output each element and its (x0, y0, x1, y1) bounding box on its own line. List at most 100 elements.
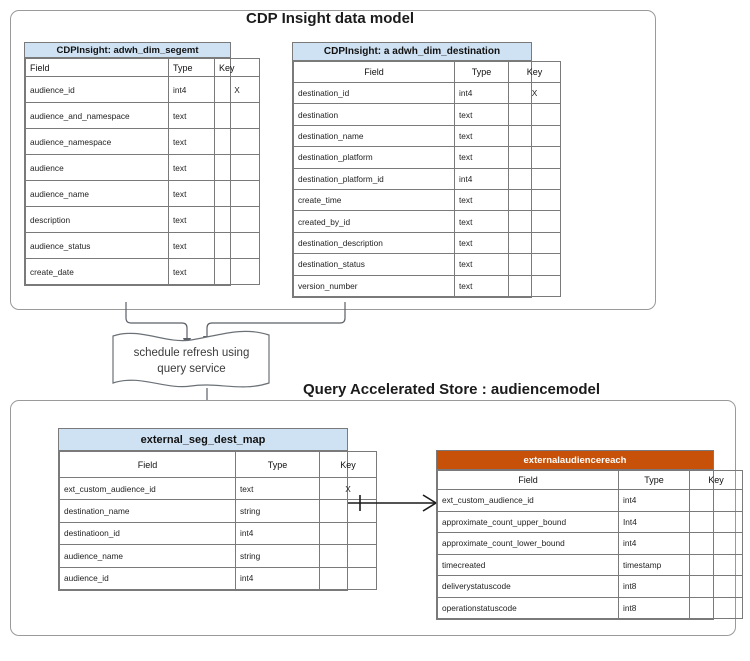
table-row[interactable]: audience_name text (25, 180, 260, 207)
cell-field: destination_name (59, 499, 236, 523)
table-row[interactable]: audience_and_namespace text (25, 102, 260, 129)
table-row[interactable]: destination_platform text (293, 146, 561, 169)
cell-field: audience_name (59, 544, 236, 568)
cell-type: text (454, 103, 509, 126)
column-header-field: Field (25, 58, 169, 77)
cell-key (214, 232, 260, 259)
cell-type: text (454, 253, 509, 276)
table-row[interactable]: audience_id int4 X (25, 76, 260, 103)
cell-key (214, 180, 260, 207)
cell-type: text (454, 210, 509, 233)
table-row[interactable]: audience_namespace text (25, 128, 260, 155)
table-header-row: Field Type Key (293, 61, 561, 83)
cell-type: int8 (618, 575, 690, 598)
cell-key (508, 167, 561, 190)
table-row[interactable]: destination_name text (293, 124, 561, 148)
cell-type: text (168, 206, 215, 233)
cell-type: text (168, 128, 215, 155)
column-header-field: Field (59, 451, 236, 478)
cell-type: string (235, 544, 320, 568)
column-header-type: Type (168, 58, 215, 77)
table-row[interactable]: version_number text (293, 274, 561, 297)
cell-type: timestamp (618, 553, 690, 576)
cell-key (319, 544, 377, 568)
table-row[interactable]: destination_description text (293, 231, 561, 255)
cell-key (508, 146, 561, 169)
cell-type: text (454, 188, 509, 212)
table-row[interactable]: description text (25, 206, 260, 233)
table-row[interactable]: destination_id int4 X (293, 81, 561, 105)
table-row[interactable]: create_date text (25, 258, 260, 285)
section-title-query-accelerated-store: Query Accelerated Store : audiencemodel (303, 381, 601, 398)
cell-field: audience_and_namespace (25, 102, 169, 129)
cell-key (214, 102, 260, 129)
table-row[interactable]: ext_custom_audience_id text X (59, 476, 377, 501)
table-row[interactable]: destination_status text (293, 253, 561, 276)
table-row[interactable]: destination_name string (59, 499, 377, 523)
table-row[interactable]: audience_name string (59, 544, 377, 568)
cell-field: destinatioon_id (59, 521, 236, 546)
cell-key (508, 188, 561, 212)
column-header-type: Type (454, 61, 509, 83)
table-row[interactable]: timecreated timestamp (437, 553, 743, 576)
cell-key (214, 128, 260, 155)
cell-key (508, 124, 561, 148)
process-label-line1: schedule refresh using (133, 347, 250, 359)
table-header-row: Field Type Key (59, 451, 377, 478)
table-row[interactable]: approximate_count_lower_bound int4 (437, 532, 743, 555)
cell-type: Int4 (618, 510, 690, 533)
table-row[interactable]: create_time text (293, 188, 561, 212)
table-row[interactable]: approximate_count_upper_bound Int4 (437, 510, 743, 533)
cell-key (689, 596, 743, 619)
cell-key (508, 253, 561, 276)
entity-adwh-dim-segemt[interactable]: CDPInsight: adwh_dim_segemt Field Type K… (24, 42, 260, 286)
cell-key (319, 521, 377, 546)
cell-field: destination_id (293, 81, 455, 105)
cell-field: deliverystatuscode (437, 575, 619, 598)
cell-field: approximate_count_upper_bound (437, 510, 619, 533)
column-header-field: Field (437, 470, 619, 490)
cell-field: approximate_count_lower_bound (437, 532, 619, 555)
table-header-row: Field Type Key (437, 470, 743, 490)
table-row[interactable]: deliverystatuscode int8 (437, 575, 743, 598)
cell-field: audience_id (59, 566, 236, 590)
cell-field: destination_status (293, 253, 455, 276)
cell-key (689, 575, 743, 598)
table-row[interactable]: created_by_id text (293, 210, 561, 233)
cell-key (214, 258, 260, 285)
cell-key (508, 210, 561, 233)
entity-adwh-dim-destination[interactable]: CDPInsight: a adwh_dim_destination Field… (292, 42, 561, 298)
process-label: schedule refresh using query service (114, 345, 269, 377)
entity-title-seg-dest-map: external_seg_dest_map (59, 429, 347, 451)
entity-title-segment: CDPInsight: adwh_dim_segemt (25, 43, 230, 58)
table-row[interactable]: audience text (25, 154, 260, 181)
cell-type: text (168, 258, 215, 285)
cell-key: X (319, 476, 377, 501)
process-shape-schedule-refresh[interactable] (110, 330, 272, 392)
entity-title-audience-reach: externalaudiencereach (437, 451, 713, 470)
table-row[interactable]: destination_platform_id int4 (293, 167, 561, 190)
cell-type: int8 (618, 596, 690, 619)
column-header-type: Type (235, 451, 320, 478)
column-header-key: Key (508, 61, 561, 83)
cell-type: int4 (618, 489, 690, 512)
cell-type: int4 (618, 532, 690, 555)
cell-type: int4 (235, 521, 320, 546)
entity-external-seg-dest-map[interactable]: external_seg_dest_map Field Type Key ext… (58, 428, 377, 591)
table-row[interactable]: audience_status text (25, 232, 260, 259)
table-row[interactable]: ext_custom_audience_id int4 (437, 489, 743, 512)
cell-field: audience (25, 154, 169, 181)
entity-externalaudiencereach[interactable]: externalaudiencereach Field Type Key ext… (436, 450, 743, 620)
table-row[interactable]: audience_id int4 (59, 566, 377, 590)
cell-field: ext_custom_audience_id (437, 489, 619, 512)
table-row[interactable]: destinatioon_id int4 (59, 521, 377, 546)
cell-key: X (214, 76, 260, 103)
cell-type: text (168, 102, 215, 129)
cell-field: destination_name (293, 124, 455, 148)
entity-title-destination: CDPInsight: a adwh_dim_destination (293, 43, 531, 61)
table-row[interactable]: operationstatuscode int8 (437, 596, 743, 619)
cell-field: ext_custom_audience_id (59, 476, 236, 501)
cell-field: created_by_id (293, 210, 455, 233)
table-row[interactable]: destination text (293, 103, 561, 126)
